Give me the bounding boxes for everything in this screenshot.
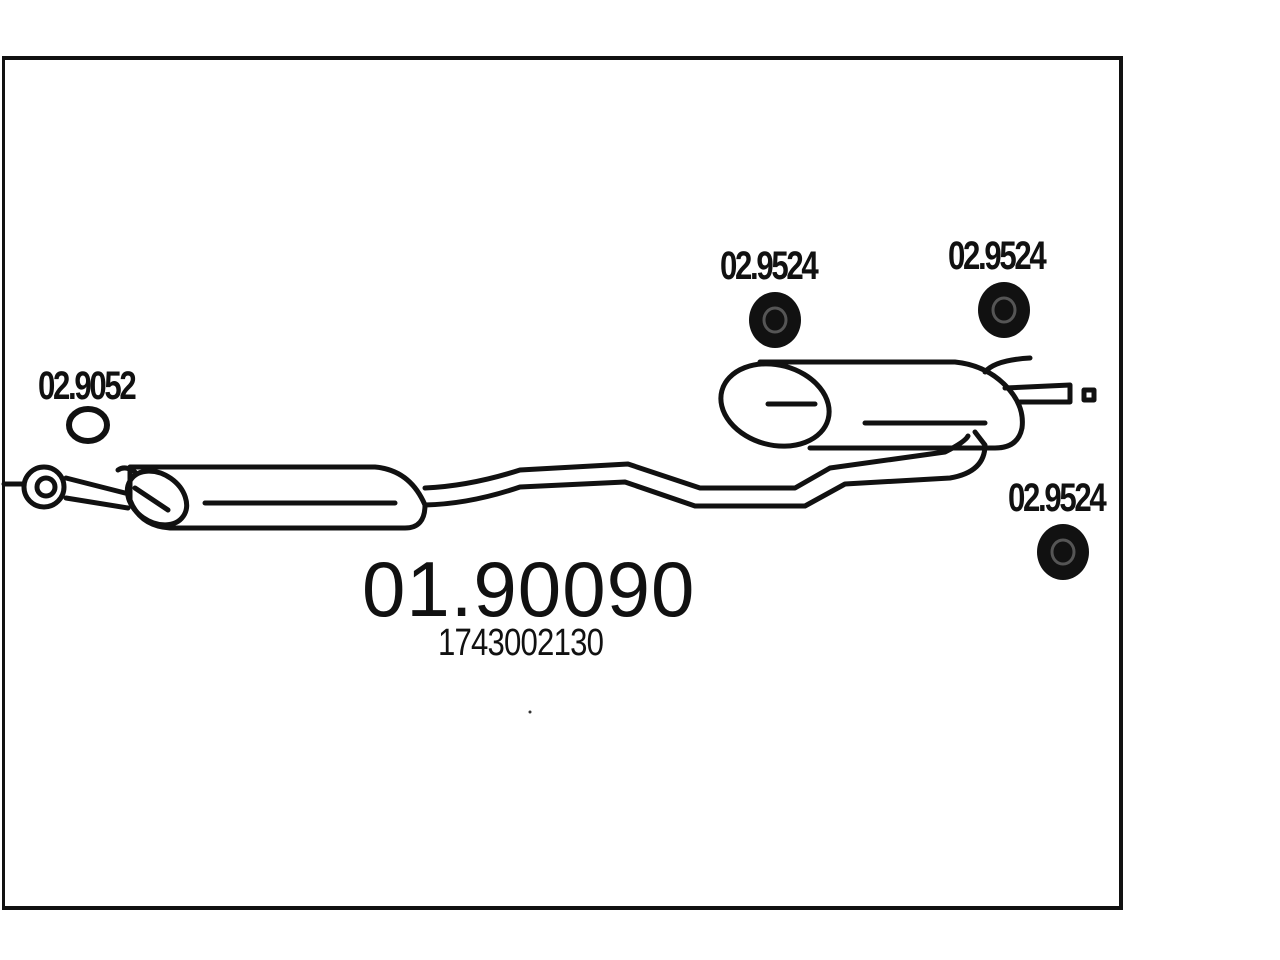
part-code-mount-3: 02.9524 [1008,476,1107,520]
part-code-mount-1: 02.9524 [720,244,819,288]
stray-dot [528,710,532,714]
mid-pipe [422,429,988,509]
rubber-mount-1 [749,292,801,348]
front-flange [1,464,138,511]
rear-silencer [718,355,1097,451]
part-code-mount-2: 02.9524 [948,234,1047,278]
front-silencer [124,464,428,531]
main-part-number: 01.90090 [362,545,696,633]
rubber-mount-2 [978,282,1030,338]
part-code-gasket: 02.9052 [38,364,137,408]
rubber-mount-3 [1037,524,1089,580]
oem-part-number: 1743002130 [438,622,604,664]
gasket-ring [66,406,110,444]
